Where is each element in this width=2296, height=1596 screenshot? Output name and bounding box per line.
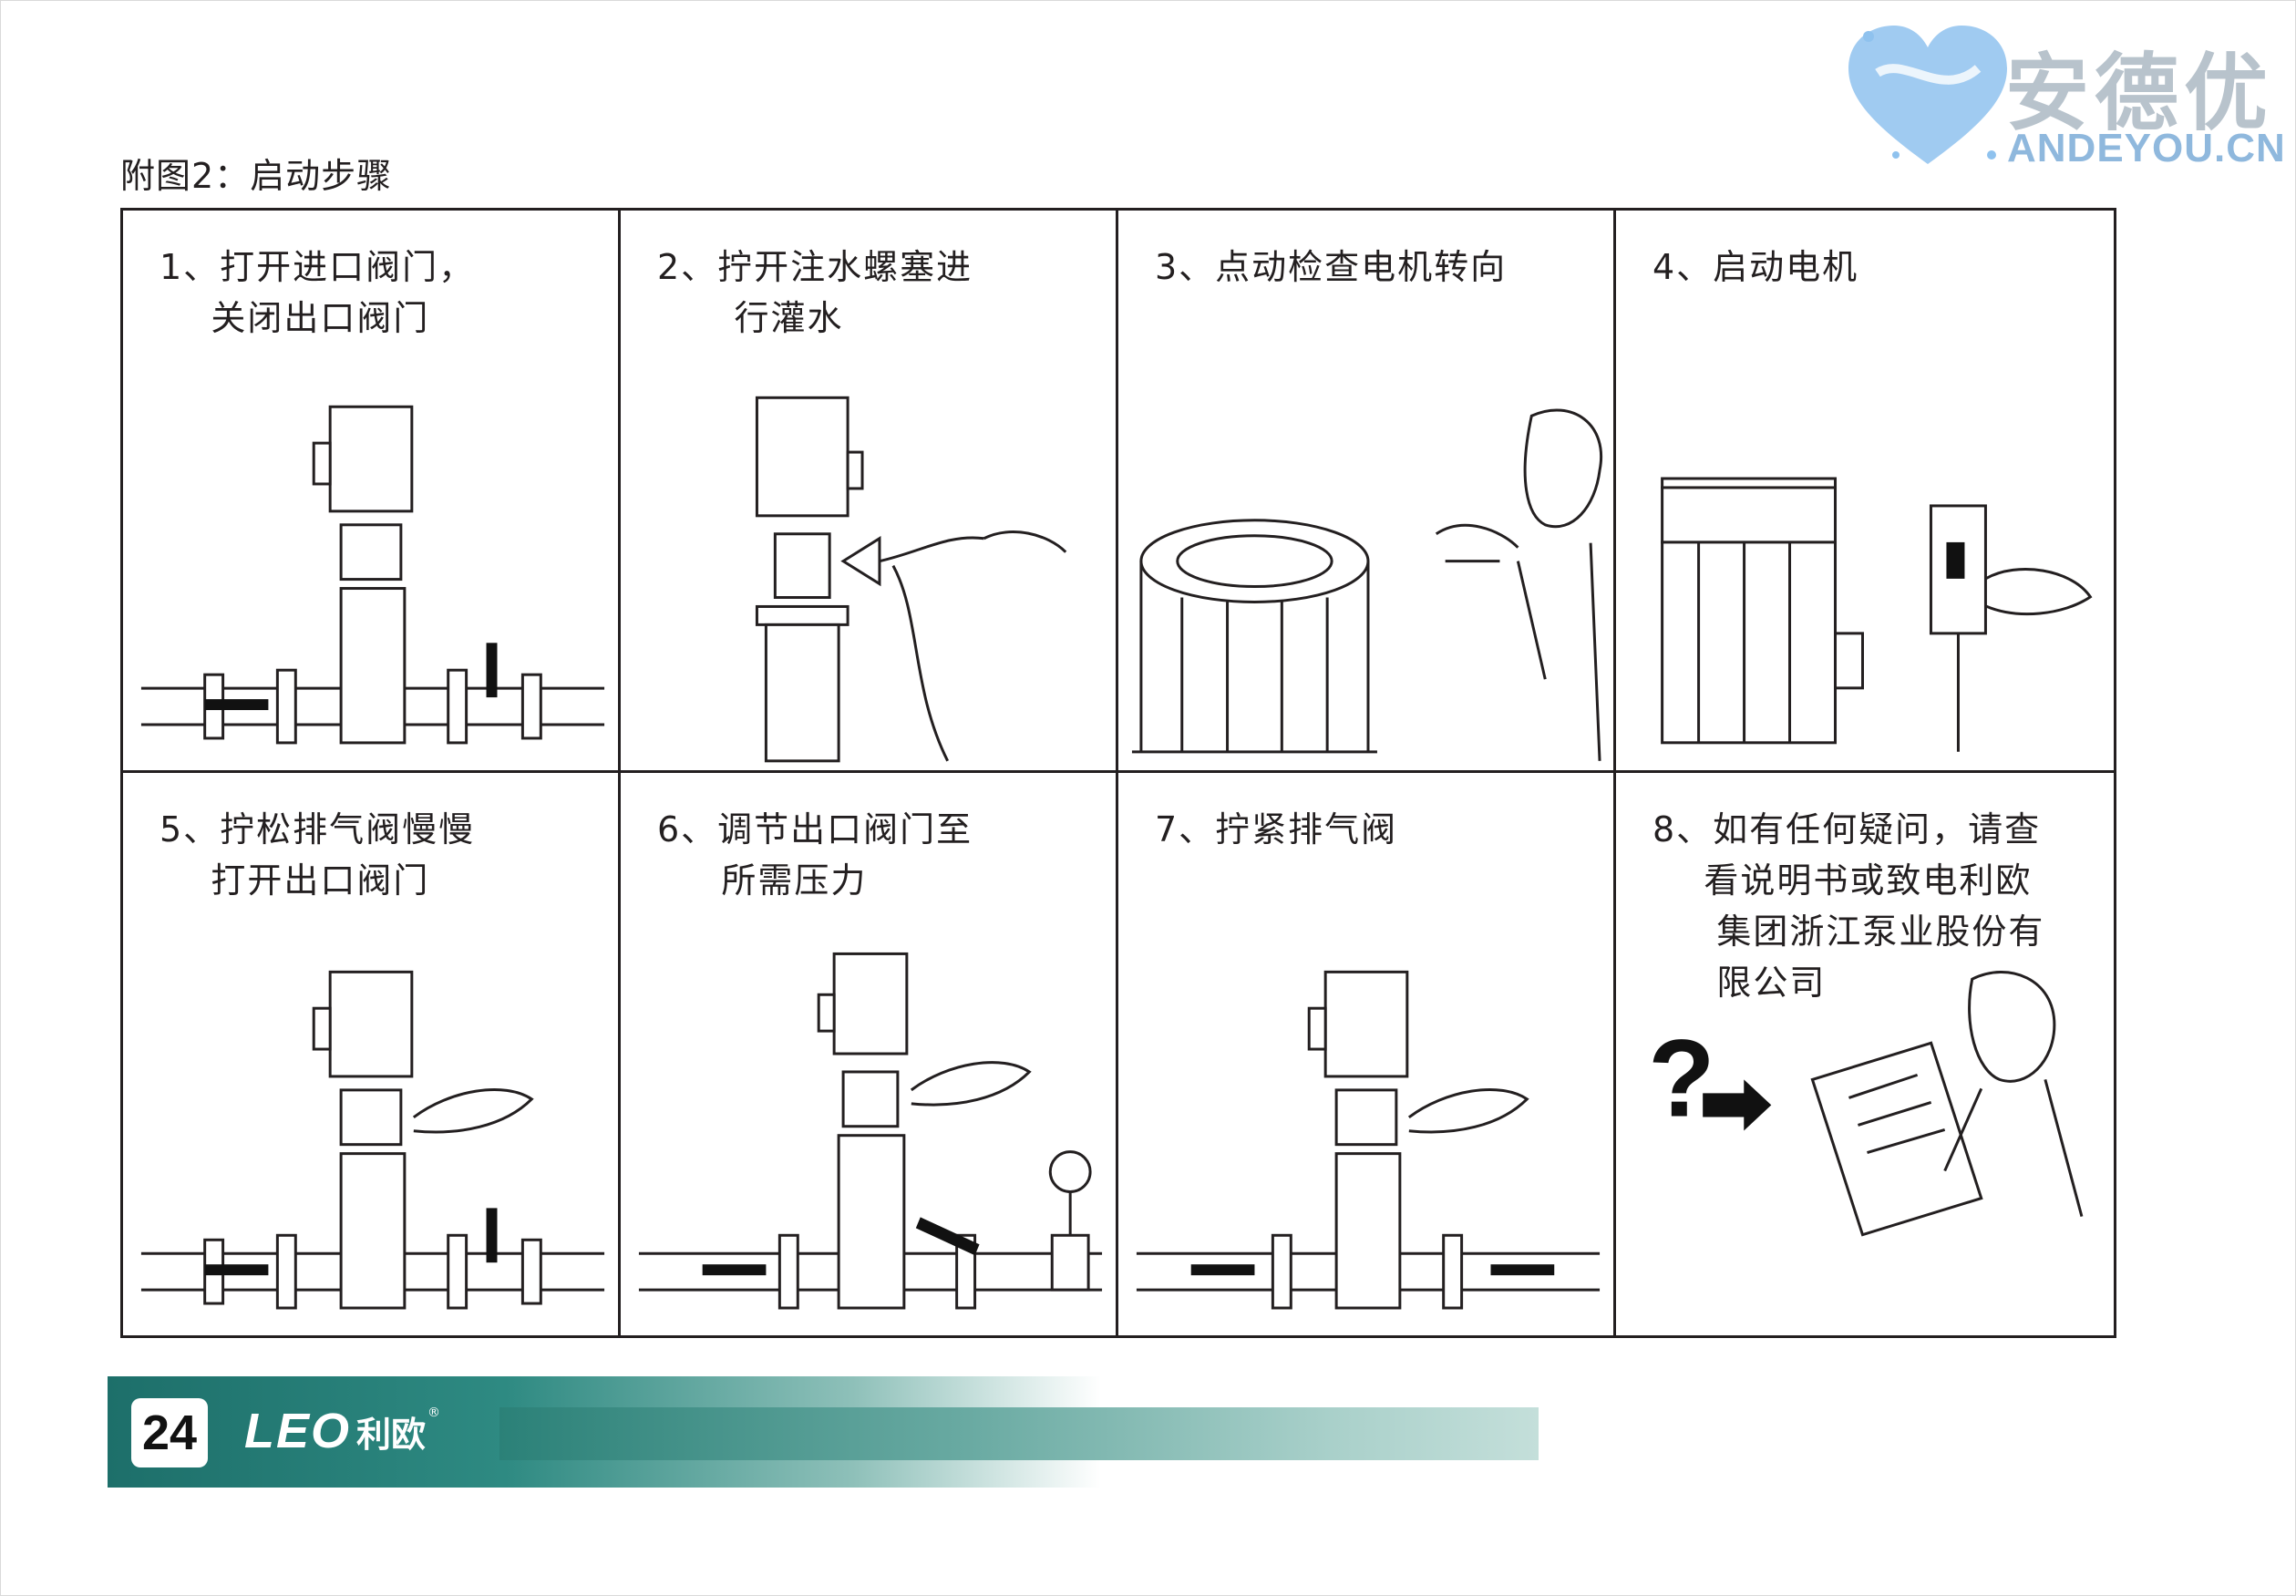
figure-title: 附图2：启动步骤 [120,156,393,196]
steps-grid: 1、打开进口阀门， 关闭出口阀门 2、拧开注水螺塞进 行灌水 [120,208,2116,1338]
check-rotation-illustration-icon [1131,408,1602,762]
step-text-5: 5、拧松排气阀慢慢 打开出口阀门 [160,809,476,901]
step-text-7: 7、拧紧排气阀 [1155,809,1398,849]
step-cell-7: 7、拧紧排气阀 [1118,773,1616,1335]
step-text-6: 6、调节出口阀门至 所需压力 [657,809,973,901]
step-cell-4: 4、启动电机 [1616,211,2114,773]
brand-cn: 利欧 [356,1414,427,1455]
brand-registered-mark: ® [427,1406,441,1420]
step-cell-8: 8、如有任何疑问，请查 看说明书或致电利欧 集团浙江泵业股份有 限公司 ? [1616,773,2114,1335]
watermark: 安德优 ANDEYOU.CN [1841,18,2292,182]
watermark-cn: 安德优 [2005,44,2274,142]
start-motor-illustration-icon [1661,477,2093,753]
footer-banner: 24 LEO 利欧 ® [108,1376,1539,1488]
step-text-2: 2、拧开注水螺塞进 行灌水 [657,247,973,338]
step-cell-3: 3、点动检查电机转向 [1118,211,1616,773]
brand-logo: LEO 利欧 ® [244,1395,440,1467]
step-cell-2: 2、拧开注水螺塞进 行灌水 [621,211,1118,773]
tighten-vent-illustration-icon [1136,970,1601,1310]
filling-water-illustration-icon [755,396,1067,763]
question-manual-illustration-icon: ? [1648,971,2084,1237]
step-text-1: 1、打开进口阀门， 关闭出口阀门 [160,247,476,338]
pump-valves-illustration-icon [140,405,605,745]
svg-text:?: ? [1648,1018,1714,1140]
adjust-pressure-illustration-icon [638,952,1103,1310]
step-text-3: 3、点动检查电机转向 [1155,247,1508,287]
step-cell-1: 1、打开进口阀门， 关闭出口阀门 [123,211,621,773]
brand-en: LEO [244,1404,352,1458]
heart-logo-icon [1848,26,2007,164]
step-cell-6: 6、调节出口阀门至 所需压力 [621,773,1118,1335]
footer-stripe [499,1407,1539,1460]
step-text-8: 8、如有任何疑问，请查 看说明书或致电利欧 集团浙江泵业股份有 限公司 [1653,809,2045,1003]
page-number: 24 [131,1398,208,1467]
step-cell-5: 5、拧松排气阀慢慢 打开出口阀门 [123,773,621,1335]
watermark-en: ANDEYOU.CN [2007,126,2286,170]
step-text-4: 4、启动电机 [1653,247,1859,287]
loosen-vent-illustration-icon [140,970,605,1310]
